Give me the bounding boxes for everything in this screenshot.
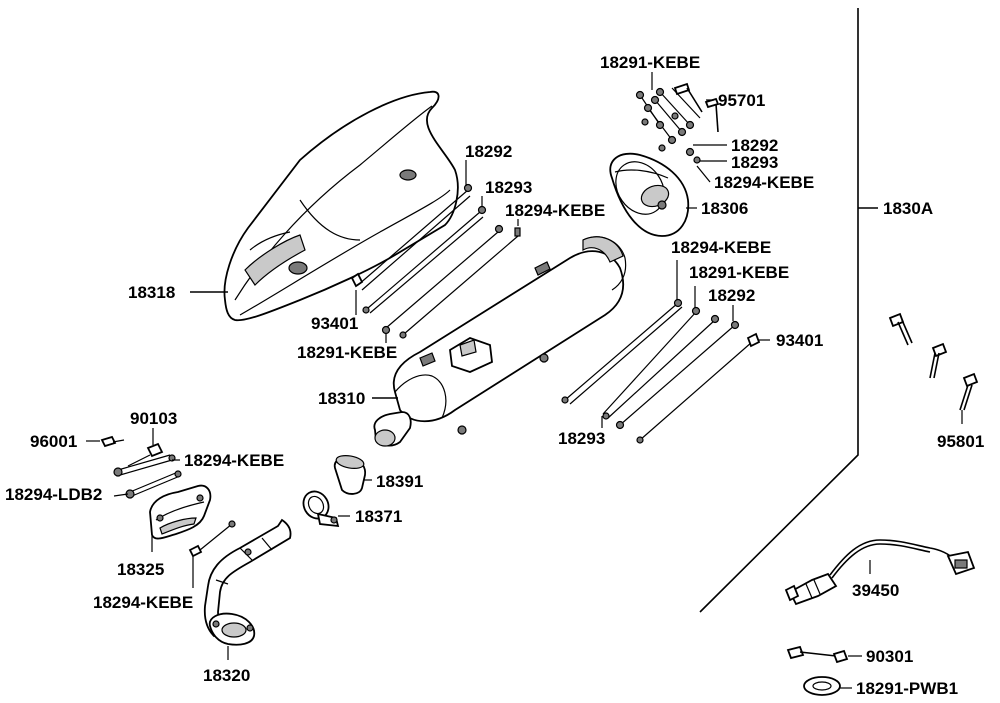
label-18294-kebe-right: 18294-KEBE — [671, 238, 771, 257]
label-93401-right: 93401 — [776, 331, 823, 350]
label-18391: 18391 — [376, 472, 423, 491]
shield-straps-middle — [350, 183, 521, 339]
label-18294-kebe-top: 18294-KEBE — [714, 173, 814, 192]
top-bolt-cluster — [635, 82, 720, 164]
washer-18291-pwb1 — [803, 676, 841, 696]
label-18293-top: 18293 — [731, 153, 778, 172]
label-18291-kebe-top: 18291-KEBE — [600, 53, 700, 72]
label-18310: 18310 — [318, 389, 365, 408]
label-18294-kebe-mid: 18294-KEBE — [505, 201, 605, 220]
muffler-18310 — [373, 236, 627, 447]
label-18318: 18318 — [128, 283, 175, 302]
label-90103: 90103 — [130, 409, 177, 428]
label-18320: 18320 — [203, 666, 250, 685]
label-18294-ldb2: 18294-LDB2 — [5, 485, 102, 504]
label-18293-mid: 18293 — [485, 178, 532, 197]
gasket-18391 — [333, 455, 367, 495]
label-18291-kebe-left: 18291-KEBE — [297, 343, 397, 362]
label-93401-left: 93401 — [311, 314, 358, 333]
label-18292-top: 18292 — [731, 136, 778, 155]
leader-18294-kebe-top — [696, 165, 711, 183]
label-1830A: 1830A — [883, 199, 933, 218]
label-18371: 18371 — [355, 507, 402, 526]
label-95801: 95801 — [937, 432, 984, 451]
o2-sensor-39450 — [784, 539, 976, 606]
label-18325: 18325 — [117, 560, 164, 579]
label-18291-pwb1: 18291-PWB1 — [856, 679, 958, 698]
muffler-straps-right — [561, 298, 761, 444]
label-18294-kebe-low: 18294-KEBE — [93, 593, 193, 612]
heat-shield-18318 — [223, 90, 459, 322]
label-18292-right: 18292 — [708, 286, 755, 305]
screws-90301 — [786, 645, 849, 664]
clamp-18371 — [302, 490, 340, 528]
label-95701: 95701 — [718, 91, 765, 110]
left-small-parts — [100, 435, 182, 499]
exhaust-pipe-18320 — [188, 518, 292, 646]
end-cap-18306 — [609, 152, 690, 237]
kit-bracket-line — [699, 8, 859, 613]
leader-18294-ldb2 — [113, 493, 129, 497]
label-18306: 18306 — [701, 199, 748, 218]
bolts-95801 — [888, 312, 979, 411]
label-90301: 90301 — [866, 647, 913, 666]
label-18293-right: 18293 — [558, 429, 605, 448]
label-18292-mid: 18292 — [465, 142, 512, 161]
label-39450: 39450 — [852, 581, 899, 600]
label-18294-kebe-bl: 18294-KEBE — [184, 451, 284, 470]
label-96001: 96001 — [30, 432, 77, 451]
guard-18325 — [149, 484, 212, 540]
label-18291-kebe-right: 18291-KEBE — [689, 263, 789, 282]
